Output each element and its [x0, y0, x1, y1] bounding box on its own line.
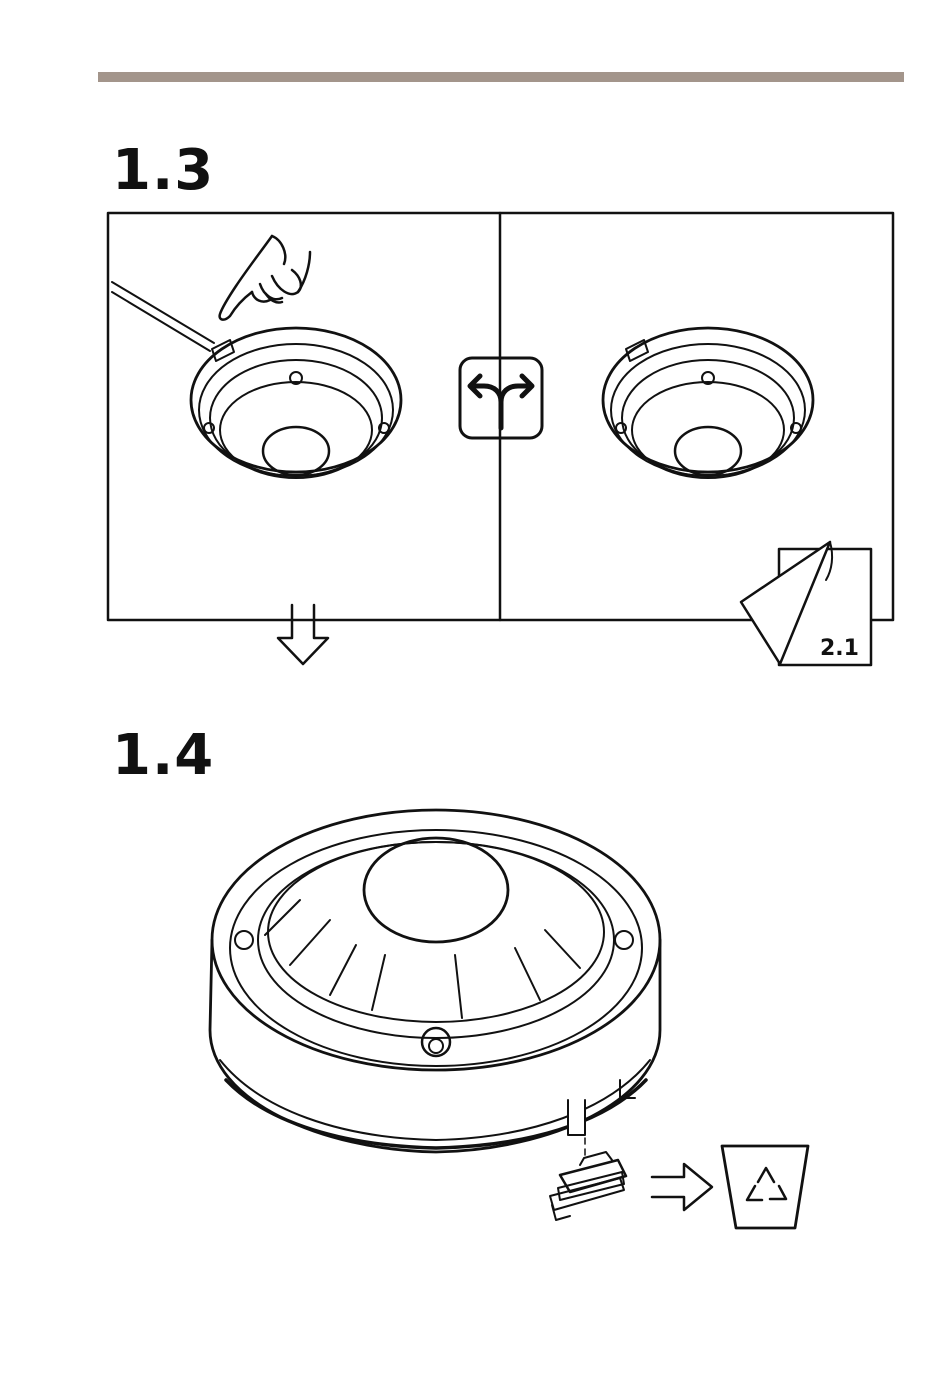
- cable-plug-part: [550, 1152, 626, 1220]
- camera-large: [210, 810, 660, 1160]
- recycle-bin-icon: [722, 1146, 808, 1228]
- page-reference-label: 2.1: [820, 636, 859, 661]
- pointing-hand-icon: [220, 236, 310, 320]
- camera-left-with-tool: [112, 282, 401, 478]
- hollow-right-arrow-icon: [652, 1164, 712, 1210]
- camera-right: [603, 328, 813, 478]
- hollow-down-arrow-icon: [278, 605, 328, 664]
